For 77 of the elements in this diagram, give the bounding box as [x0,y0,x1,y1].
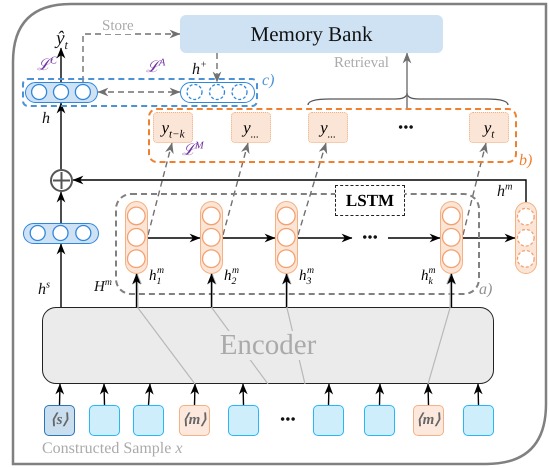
arrow [297,142,328,236]
arrow [56,243,66,307]
arrow [82,30,181,82]
ellipsis: ••• [362,230,378,246]
arrow [324,383,334,406]
output-box [469,112,509,143]
token-box [89,405,120,436]
group-label: a) [479,282,492,298]
output-label: y$_{t}$ [484,119,494,136]
vector-pill [25,82,98,103]
box-label: Memory Bank [250,24,372,44]
token-label: ⟨s⟩ [50,413,68,428]
lstm-cell [440,201,463,274]
group-label: c) [262,73,274,89]
double-arrow [97,88,181,96]
arrow [474,383,483,406]
arrow [55,383,64,406]
arrow [427,273,455,384]
arrow [132,273,141,307]
arrow [100,383,109,406]
token-box [364,405,395,436]
encoder-box [42,307,494,384]
token-box [179,405,210,436]
lstm-cell [515,202,537,274]
arrow [133,273,196,384]
ellipsis: ••• [398,121,414,136]
edge-label: Store [102,19,134,34]
arrow [147,142,174,236]
output-label: y$_{...}$ [320,119,336,136]
arrow [375,383,384,406]
vector-pill [180,82,255,103]
output-label: y$_{...}$ [243,119,259,136]
group-label: b) [519,153,532,169]
output-label: ŷ$_{t}$ [56,28,68,48]
output-label: y$_{t−k}$ [162,119,184,136]
arrow [207,273,216,307]
lstm-label-box [335,185,405,216]
arrow [238,383,248,406]
arrow [462,142,488,236]
arrow [402,52,412,108]
token-box [44,405,75,436]
output-box [308,112,348,143]
group-label: H$^{m}$ [94,280,112,295]
arrow [447,273,456,307]
token-label: ⟨m⟩ [182,413,206,428]
arrow [424,383,433,406]
token-label: ⟨m⟩ [416,413,440,428]
token-box [313,405,344,436]
vector-pill [23,223,99,244]
arrow [223,234,276,242]
arrow [190,383,200,406]
token-box [228,405,259,436]
arrow [56,102,66,169]
ellipsis: ••• [280,413,296,428]
lstm-cell [125,201,148,274]
arrow [282,273,291,307]
token-box [413,405,444,436]
token-box [463,405,494,436]
arrow [56,191,66,223]
token-box [133,405,164,436]
arrow [212,53,222,83]
box-label: LSTM [346,192,394,209]
lstm-cell [200,201,223,274]
output-box [153,112,193,143]
caption-label: Constructed Sample x [42,441,182,457]
output-box [231,112,271,143]
add-operator [50,169,73,192]
memory-bank-box [180,15,443,53]
lstm-cell [275,201,298,274]
arrow [298,234,353,242]
arrow [72,176,527,202]
arrow [148,234,201,242]
arrow [388,234,441,242]
arrow [144,383,154,406]
arrow [56,47,66,82]
arrow [222,142,250,236]
arrow [463,234,516,242]
